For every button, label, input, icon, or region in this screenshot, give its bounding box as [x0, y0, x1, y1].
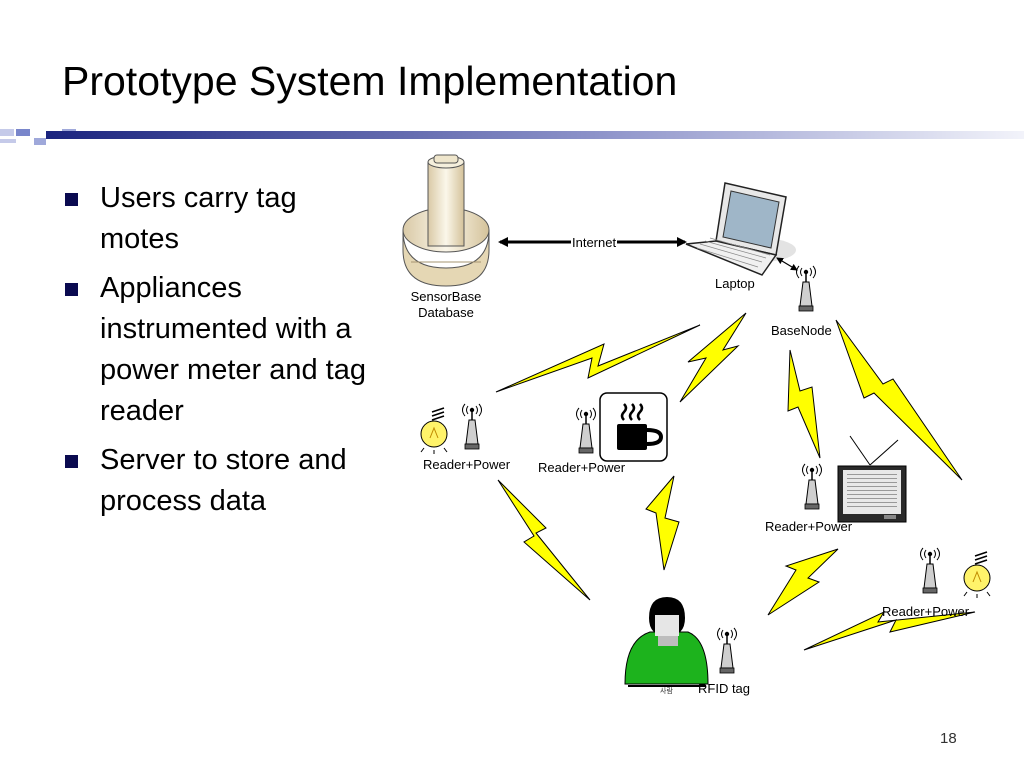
- laptop-icon: [685, 182, 796, 276]
- database-server-icon: [402, 154, 490, 287]
- database-label-line2: Database: [418, 305, 474, 320]
- laptop-basenode-link: [776, 257, 798, 271]
- reader-antenna-icon: [801, 463, 823, 510]
- bullet-item: Appliances instrumented with a power met…: [62, 268, 382, 432]
- person-caption: 사람: [660, 688, 673, 695]
- reader-power-label: Reader+Power: [765, 519, 853, 534]
- bullet-list: Users carry tag motes Appliances instrum…: [62, 178, 382, 530]
- lightning-bolt: [495, 324, 701, 393]
- lightning-bolt: [835, 319, 963, 481]
- basenode-label: BaseNode: [771, 323, 832, 338]
- reader-antenna-icon: [575, 407, 597, 454]
- database-label-line1: SensorBase: [410, 289, 482, 304]
- reader-power-label: Reader+Power: [882, 604, 970, 619]
- lightning-bolts: [495, 312, 976, 651]
- person-icon: [624, 597, 709, 687]
- bullet-item: Server to store and process data: [62, 440, 382, 522]
- laptop-label: Laptop: [715, 276, 755, 291]
- reader-antenna-icon: [919, 547, 941, 594]
- database-label: SensorBase Database: [401, 289, 491, 321]
- basenode-antenna-icon: [795, 265, 817, 312]
- reader-power-label: Reader+Power: [423, 457, 511, 472]
- internet-label: Internet: [571, 235, 618, 250]
- lightning-bolt: [767, 548, 839, 616]
- lightning-bolt: [787, 349, 821, 459]
- reader-power-label: Reader+Power: [538, 460, 626, 475]
- rfid-tag-label: RFID tag: [698, 681, 751, 696]
- television-icon: [837, 435, 907, 523]
- coffee-mug-icon: [599, 392, 668, 462]
- reader-antenna-icon: [461, 403, 483, 450]
- lightning-bolt: [679, 312, 747, 403]
- lightning-bolt: [803, 610, 976, 651]
- lightning-bolt: [497, 479, 591, 601]
- title-divider: [0, 129, 1024, 145]
- page-number: 18: [940, 730, 957, 747]
- light-bulb-icon: [420, 407, 448, 455]
- light-bulb-icon: [963, 551, 991, 599]
- rfid-tag-antenna-icon: [716, 627, 738, 674]
- slide-title: Prototype System Implementation: [62, 58, 678, 104]
- bullet-item: Users carry tag motes: [62, 178, 382, 260]
- lightning-bolt: [645, 475, 680, 571]
